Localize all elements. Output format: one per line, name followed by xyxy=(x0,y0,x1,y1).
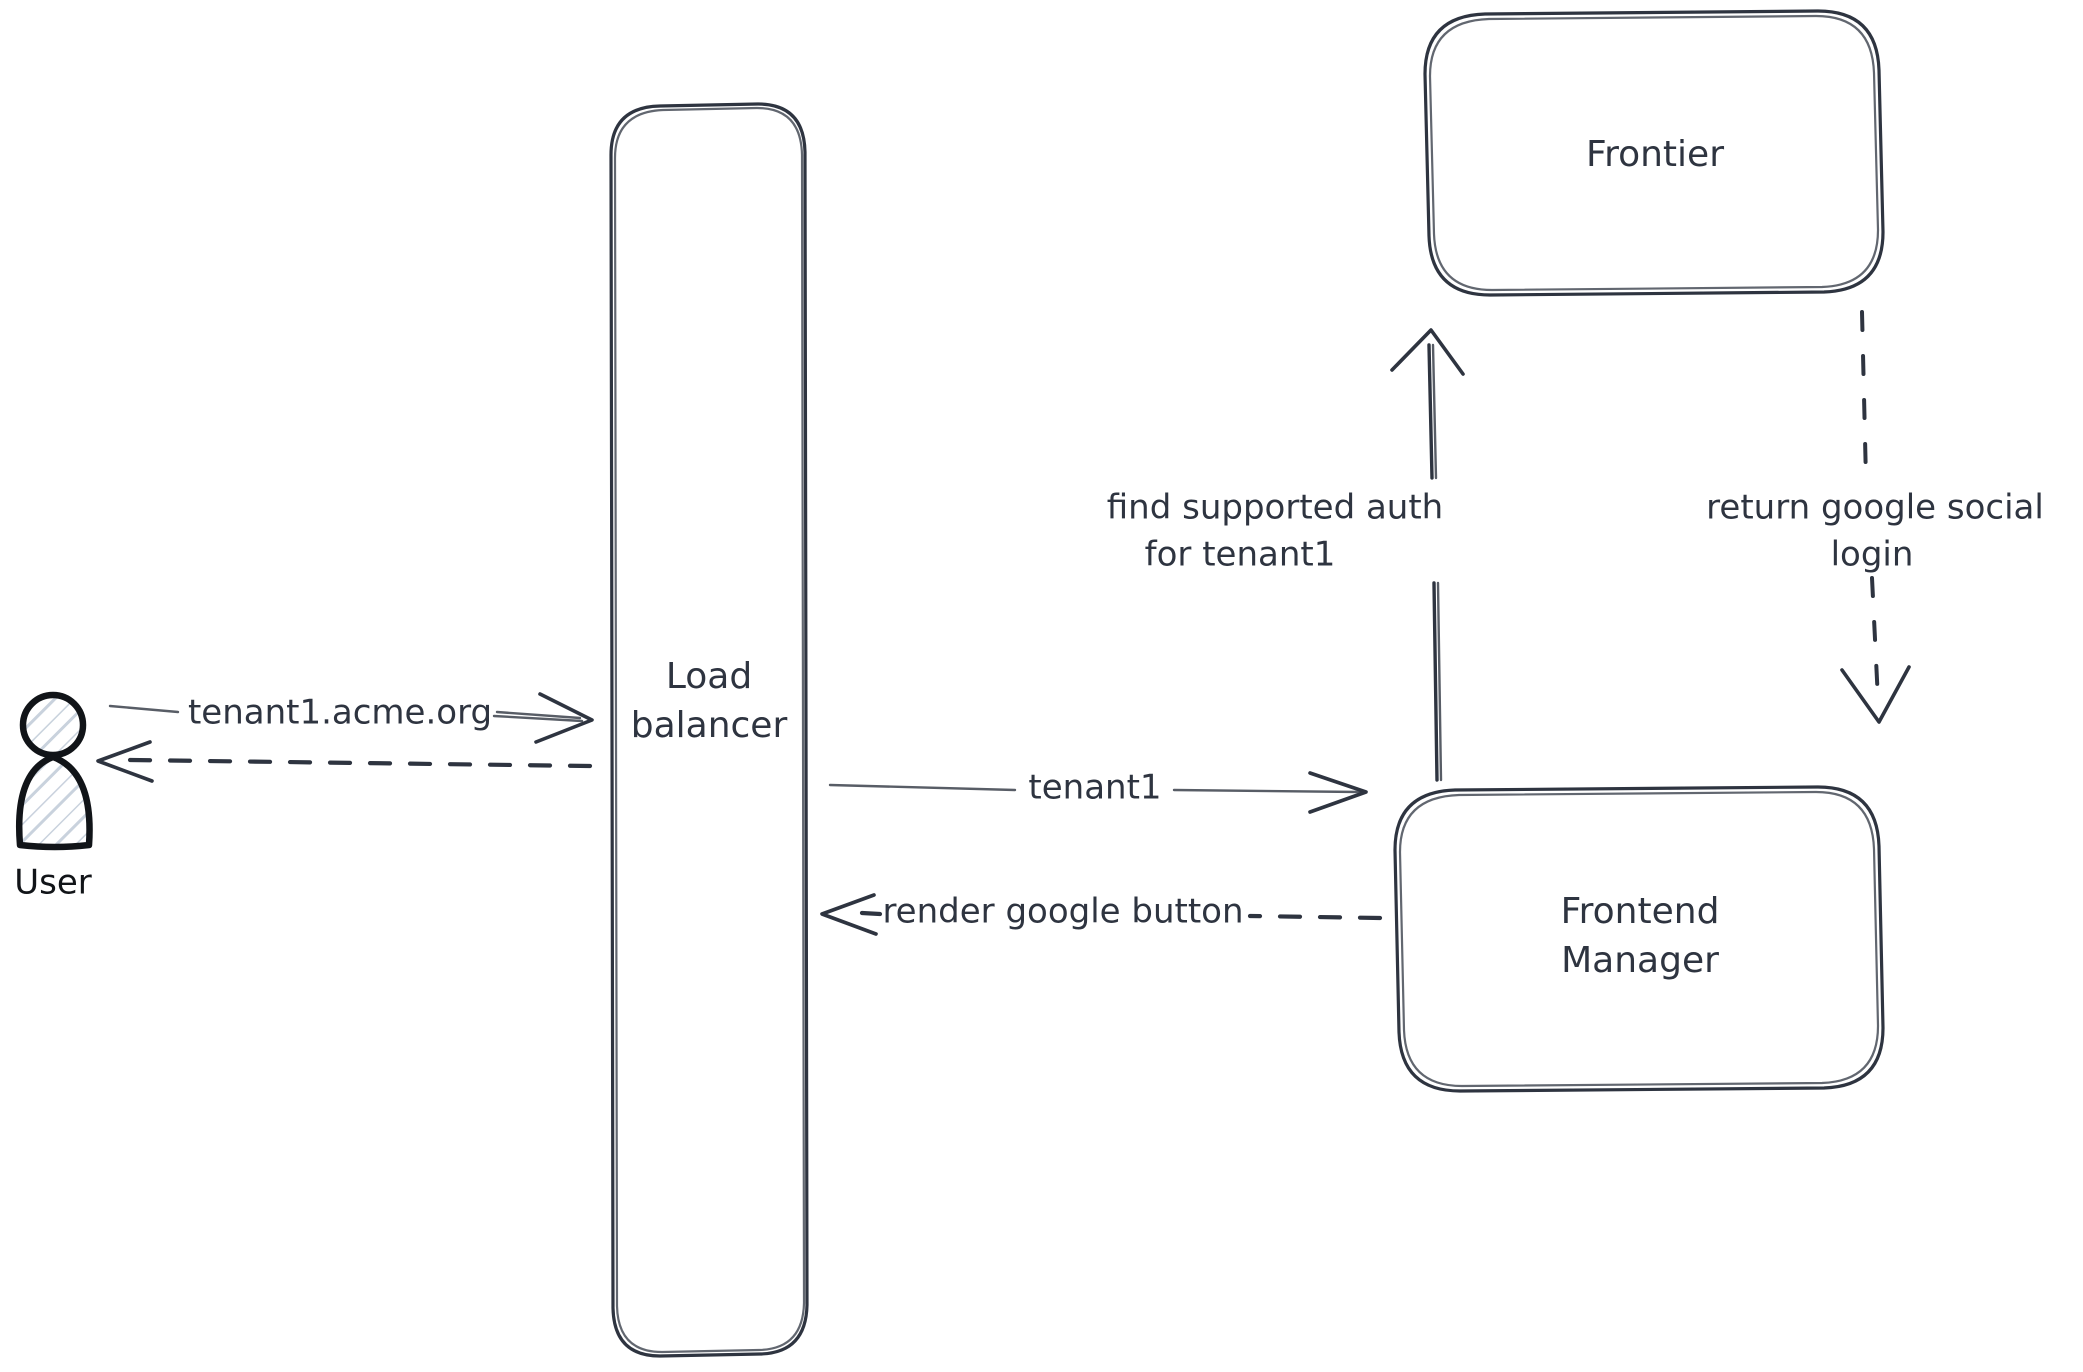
edge-user-to-lb-label: tenant1.acme.org xyxy=(188,693,492,733)
edge-frontier-to-fm[interactable]: return google social login xyxy=(1706,310,2044,724)
node-frontend-manager-label-line1: Frontend xyxy=(1561,891,1720,932)
node-user-label: User xyxy=(14,863,92,903)
edge-fm-to-lb[interactable]: render google button xyxy=(820,892,1383,936)
edge-fm-to-frontier-label-line1: find supported auth xyxy=(1107,488,1443,528)
node-load-balancer-label-line2: balancer xyxy=(631,705,788,746)
edge-lb-to-user[interactable] xyxy=(96,740,593,783)
node-frontier[interactable]: Frontier xyxy=(1423,9,1885,297)
edge-fm-to-frontier[interactable]: find supported auth for tenant1 xyxy=(1107,328,1465,782)
edge-fm-to-frontier-label-line2: for tenant1 xyxy=(1145,535,1336,575)
node-frontend-manager-label-line2: Manager xyxy=(1561,940,1719,981)
edge-frontier-to-fm-label-line2: login xyxy=(1831,535,1914,575)
edge-lb-to-fm[interactable]: tenant1 xyxy=(828,768,1368,814)
edge-fm-to-lb-label: render google button xyxy=(882,892,1243,932)
node-frontend-manager[interactable]: Frontend Manager xyxy=(1393,785,1885,1093)
node-load-balancer[interactable]: Load balancer xyxy=(609,102,809,1358)
node-frontier-label: Frontier xyxy=(1586,134,1724,175)
edge-user-to-lb[interactable]: tenant1.acme.org xyxy=(108,692,594,744)
node-load-balancer-label-line1: Load xyxy=(666,656,752,697)
edge-frontier-to-fm-label-line1: return google social xyxy=(1706,488,2044,528)
edge-lb-to-fm-label: tenant1 xyxy=(1028,768,1161,808)
node-user[interactable]: User xyxy=(14,691,93,903)
